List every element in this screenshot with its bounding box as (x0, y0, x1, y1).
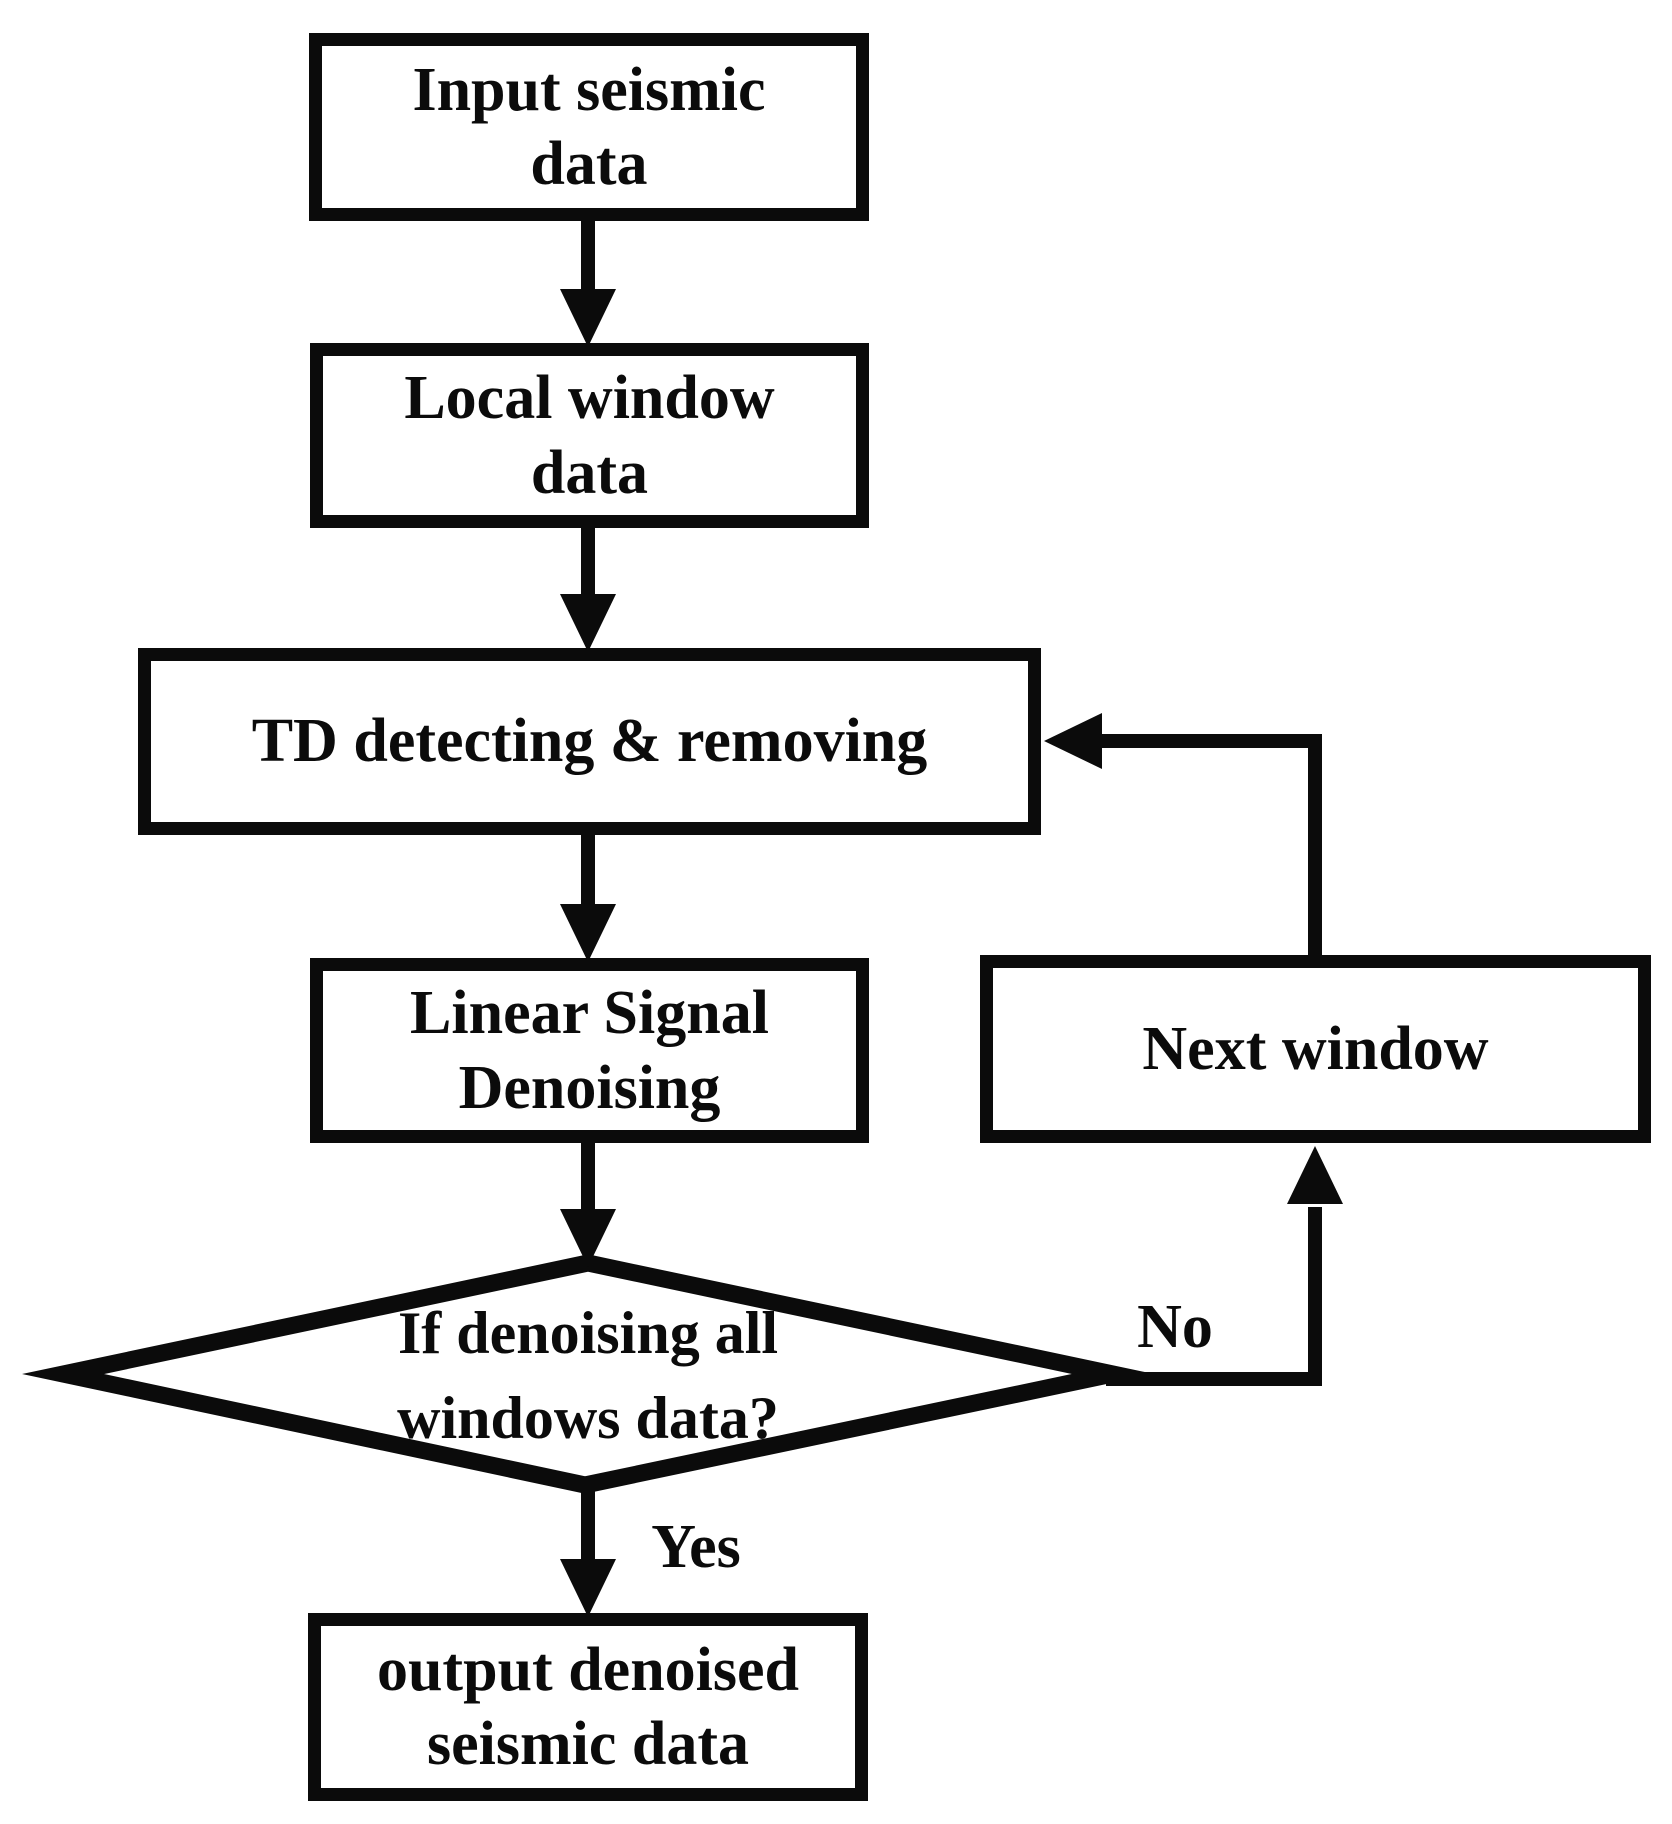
node-decision-all-windows: If denoising all windows data? (190, 1292, 986, 1460)
arrow-decision-yes-to-output (560, 1480, 616, 1617)
node-td-detecting-removing-label: TD detecting & removing (251, 707, 928, 776)
edge-label-no: No (1137, 1293, 1213, 1361)
node-input-seismic-data-label: Input seismic data (412, 55, 766, 198)
node-output-denoised-seismic-data-label: output denoised seismic data (376, 1635, 800, 1778)
arrow-input-to-local-window (560, 214, 616, 347)
arrow-linear-denoising-to-decision (560, 1136, 616, 1267)
node-td-detecting-removing: TD detecting & removing (138, 648, 1041, 835)
node-output-denoised-seismic-data: output denoised seismic data (308, 1613, 868, 1801)
node-next-window-label: Next window (1142, 1014, 1489, 1083)
node-local-window-data: Local window data (310, 343, 869, 528)
node-decision-all-windows-label: If denoising all windows data? (397, 1299, 779, 1451)
arrow-td-to-linear-denoising (560, 828, 616, 962)
node-linear-signal-denoising-label: Linear Signal Denoising (410, 979, 769, 1122)
arrow-decision-no-to-next-window (1106, 1146, 1343, 1386)
node-linear-signal-denoising: Linear Signal Denoising (310, 958, 869, 1143)
node-next-window: Next window (980, 955, 1651, 1143)
arrow-local-window-to-td (560, 521, 616, 652)
edge-label-yes: Yes (651, 1513, 741, 1581)
node-input-seismic-data: Input seismic data (309, 33, 869, 221)
arrow-next-window-to-td (1044, 713, 1322, 962)
node-local-window-data-label: Local window data (404, 364, 775, 507)
